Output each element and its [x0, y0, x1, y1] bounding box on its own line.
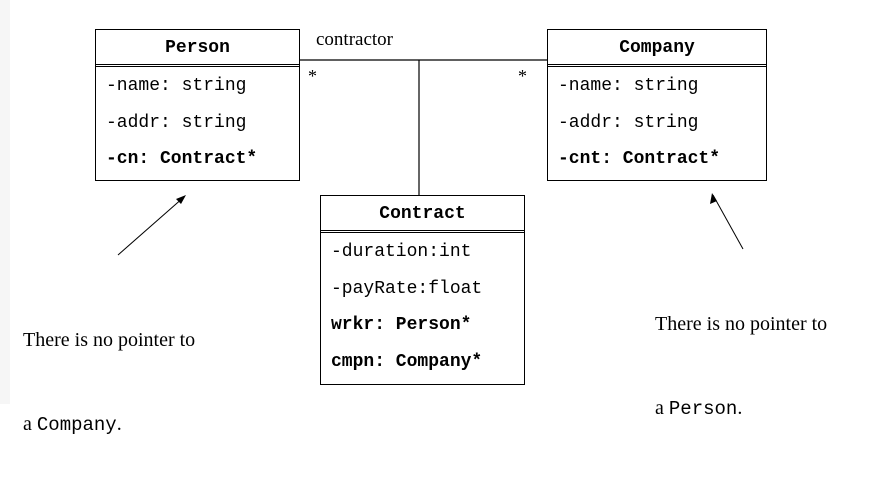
person-class-name: Person: [96, 30, 299, 67]
contract-attr-payrate: -payRate:float: [331, 278, 483, 299]
contract-attr-company: cmpn: Company*: [331, 351, 483, 372]
person-attr-contract: -cn: Contract*: [106, 149, 258, 169]
note-right-code: Person: [668, 398, 738, 420]
person-attribute-list: -name: string -addr: string -cn: Contrac…: [96, 67, 299, 178]
note-right-line2: a Person.: [655, 394, 827, 423]
note-left-code: Company: [36, 414, 117, 436]
left-note-arrow: [117, 195, 186, 256]
right-note-arrow: [710, 193, 744, 250]
multiplicity-right: *: [518, 66, 527, 86]
contract-attr-worker: wrkr: Person*: [331, 315, 472, 335]
company-attr-contract: -cnt: Contract*: [558, 149, 721, 169]
connector-lines: [117, 59, 744, 256]
company-attr-name: -name: string: [558, 76, 699, 96]
note-left-suffix: .: [116, 413, 122, 435]
company-class-box: Company -name: string -addr: string -cnt…: [547, 29, 767, 181]
contract-class-name: Contract: [321, 196, 524, 233]
person-attr-name: -name: string: [106, 76, 247, 96]
contract-class-box: Contract -duration:int -payRate:float wr…: [320, 195, 525, 385]
company-attr-addr: -addr: string: [558, 112, 699, 133]
diagram-canvas: Person -name: string -addr: string -cn: …: [0, 0, 828, 436]
person-class-box: Person -name: string -addr: string -cn: …: [95, 29, 300, 181]
note-left-prefix: a: [23, 413, 37, 435]
note-left-line2: a Company.: [23, 410, 195, 439]
note-right: There is no pointer to a Person.: [655, 254, 827, 479]
note-right-suffix: .: [737, 397, 743, 419]
company-class-name: Company: [548, 30, 766, 67]
association-label: contractor: [316, 29, 394, 50]
left-margin-strip: [0, 0, 10, 404]
person-attr-addr: -addr: string: [106, 112, 247, 133]
contract-attr-duration: -duration:int: [331, 242, 472, 262]
note-left: There is no pointer to a Company.: [23, 270, 195, 495]
company-attribute-list: -name: string -addr: string -cnt: Contra…: [548, 67, 766, 178]
contract-attribute-list: -duration:int -payRate:float wrkr: Perso…: [321, 233, 524, 380]
note-left-line1: There is no pointer to: [23, 329, 196, 351]
note-right-prefix: a: [655, 397, 669, 419]
note-right-line1: There is no pointer to: [655, 313, 828, 335]
multiplicity-left: *: [308, 66, 317, 86]
